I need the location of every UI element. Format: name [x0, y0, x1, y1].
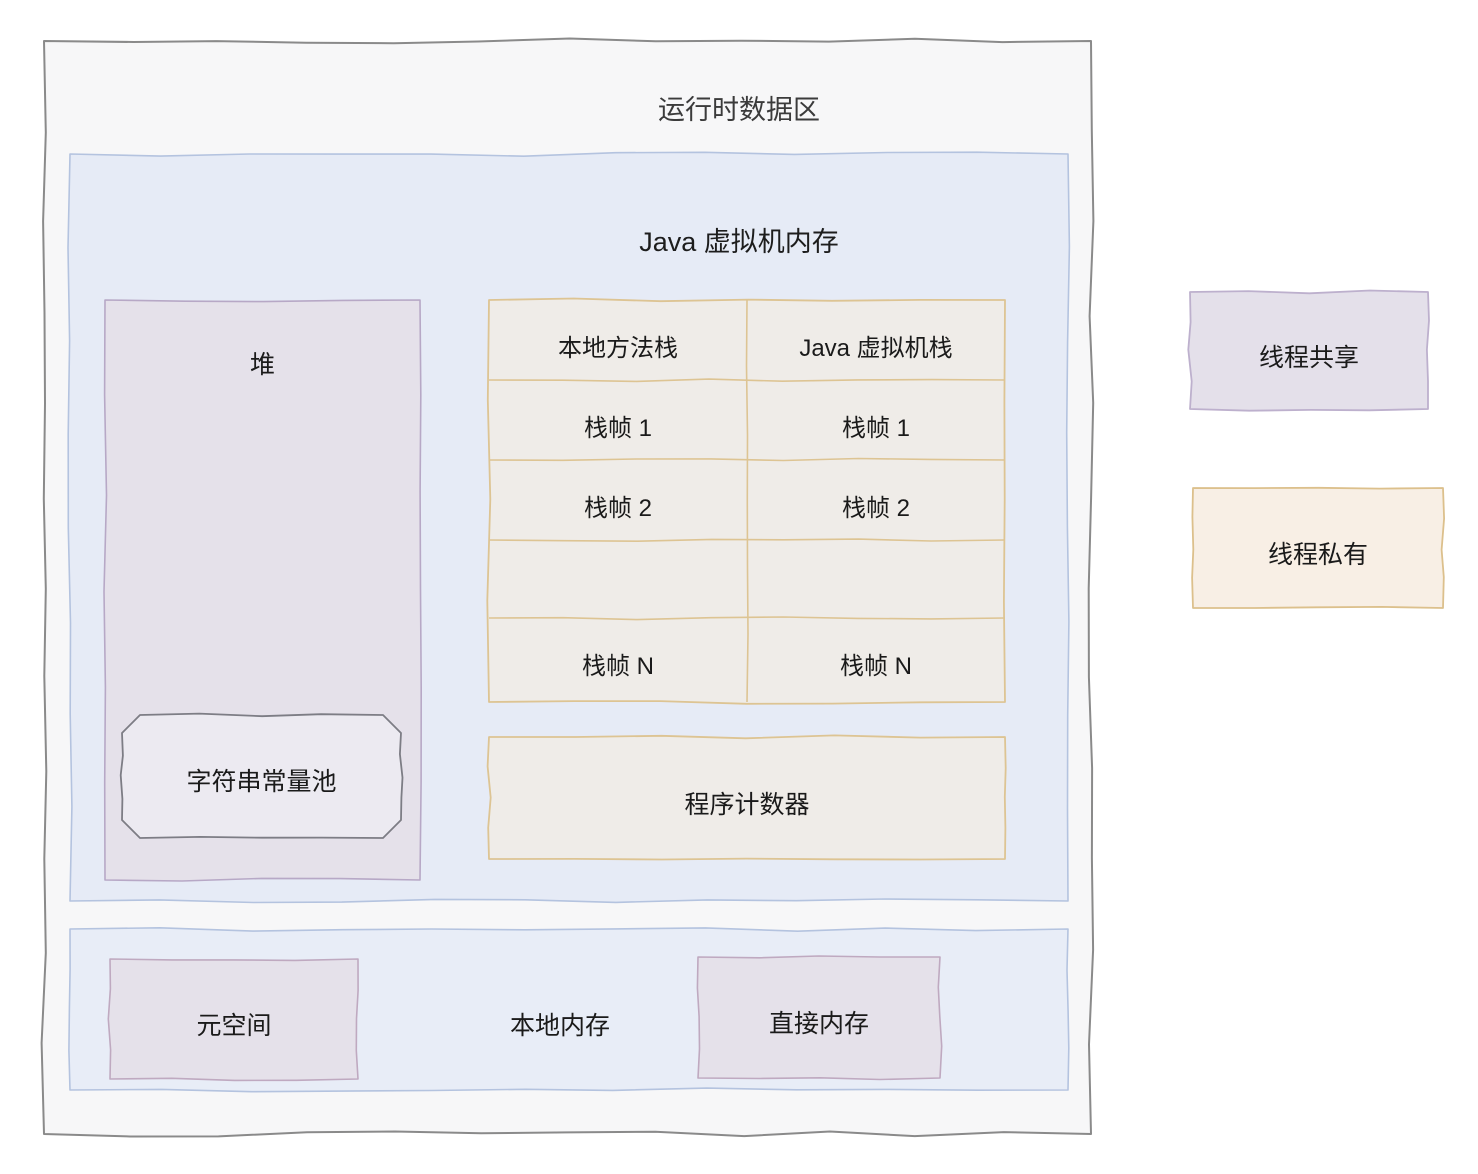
- legend-thread-shared-box: [1187, 289, 1430, 412]
- stacks-cell-r0c0: 栈帧 1: [583, 415, 652, 442]
- stacks-table: 本地方法栈 Java 虚拟机栈 栈帧 1 栈帧 1 栈帧 2 栈帧 2 栈帧 N…: [486, 297, 1006, 705]
- legend-thread-private-box: [1191, 486, 1445, 609]
- native-memory-label: 本地内存: [509, 1012, 610, 1040]
- program-counter-box: [486, 734, 1007, 861]
- stacks-cell-r0c1: 栈帧 1: [841, 415, 910, 442]
- stacks-cell-r3c1: 栈帧 N: [840, 653, 912, 680]
- stacks-col-header-native: 本地方法栈: [558, 335, 678, 362]
- metaspace-box: [107, 958, 359, 1082]
- stacks-cell-r1c1: 栈帧 2: [841, 495, 910, 522]
- stacks-col-header-jvm: Java 虚拟机栈: [799, 335, 953, 362]
- string-constant-pool-box: [119, 712, 404, 839]
- direct-memory-box: [696, 955, 943, 1081]
- stacks-cell-r3c0: 栈帧 N: [582, 653, 654, 680]
- stacks-cell-r1c0: 栈帧 2: [583, 495, 652, 522]
